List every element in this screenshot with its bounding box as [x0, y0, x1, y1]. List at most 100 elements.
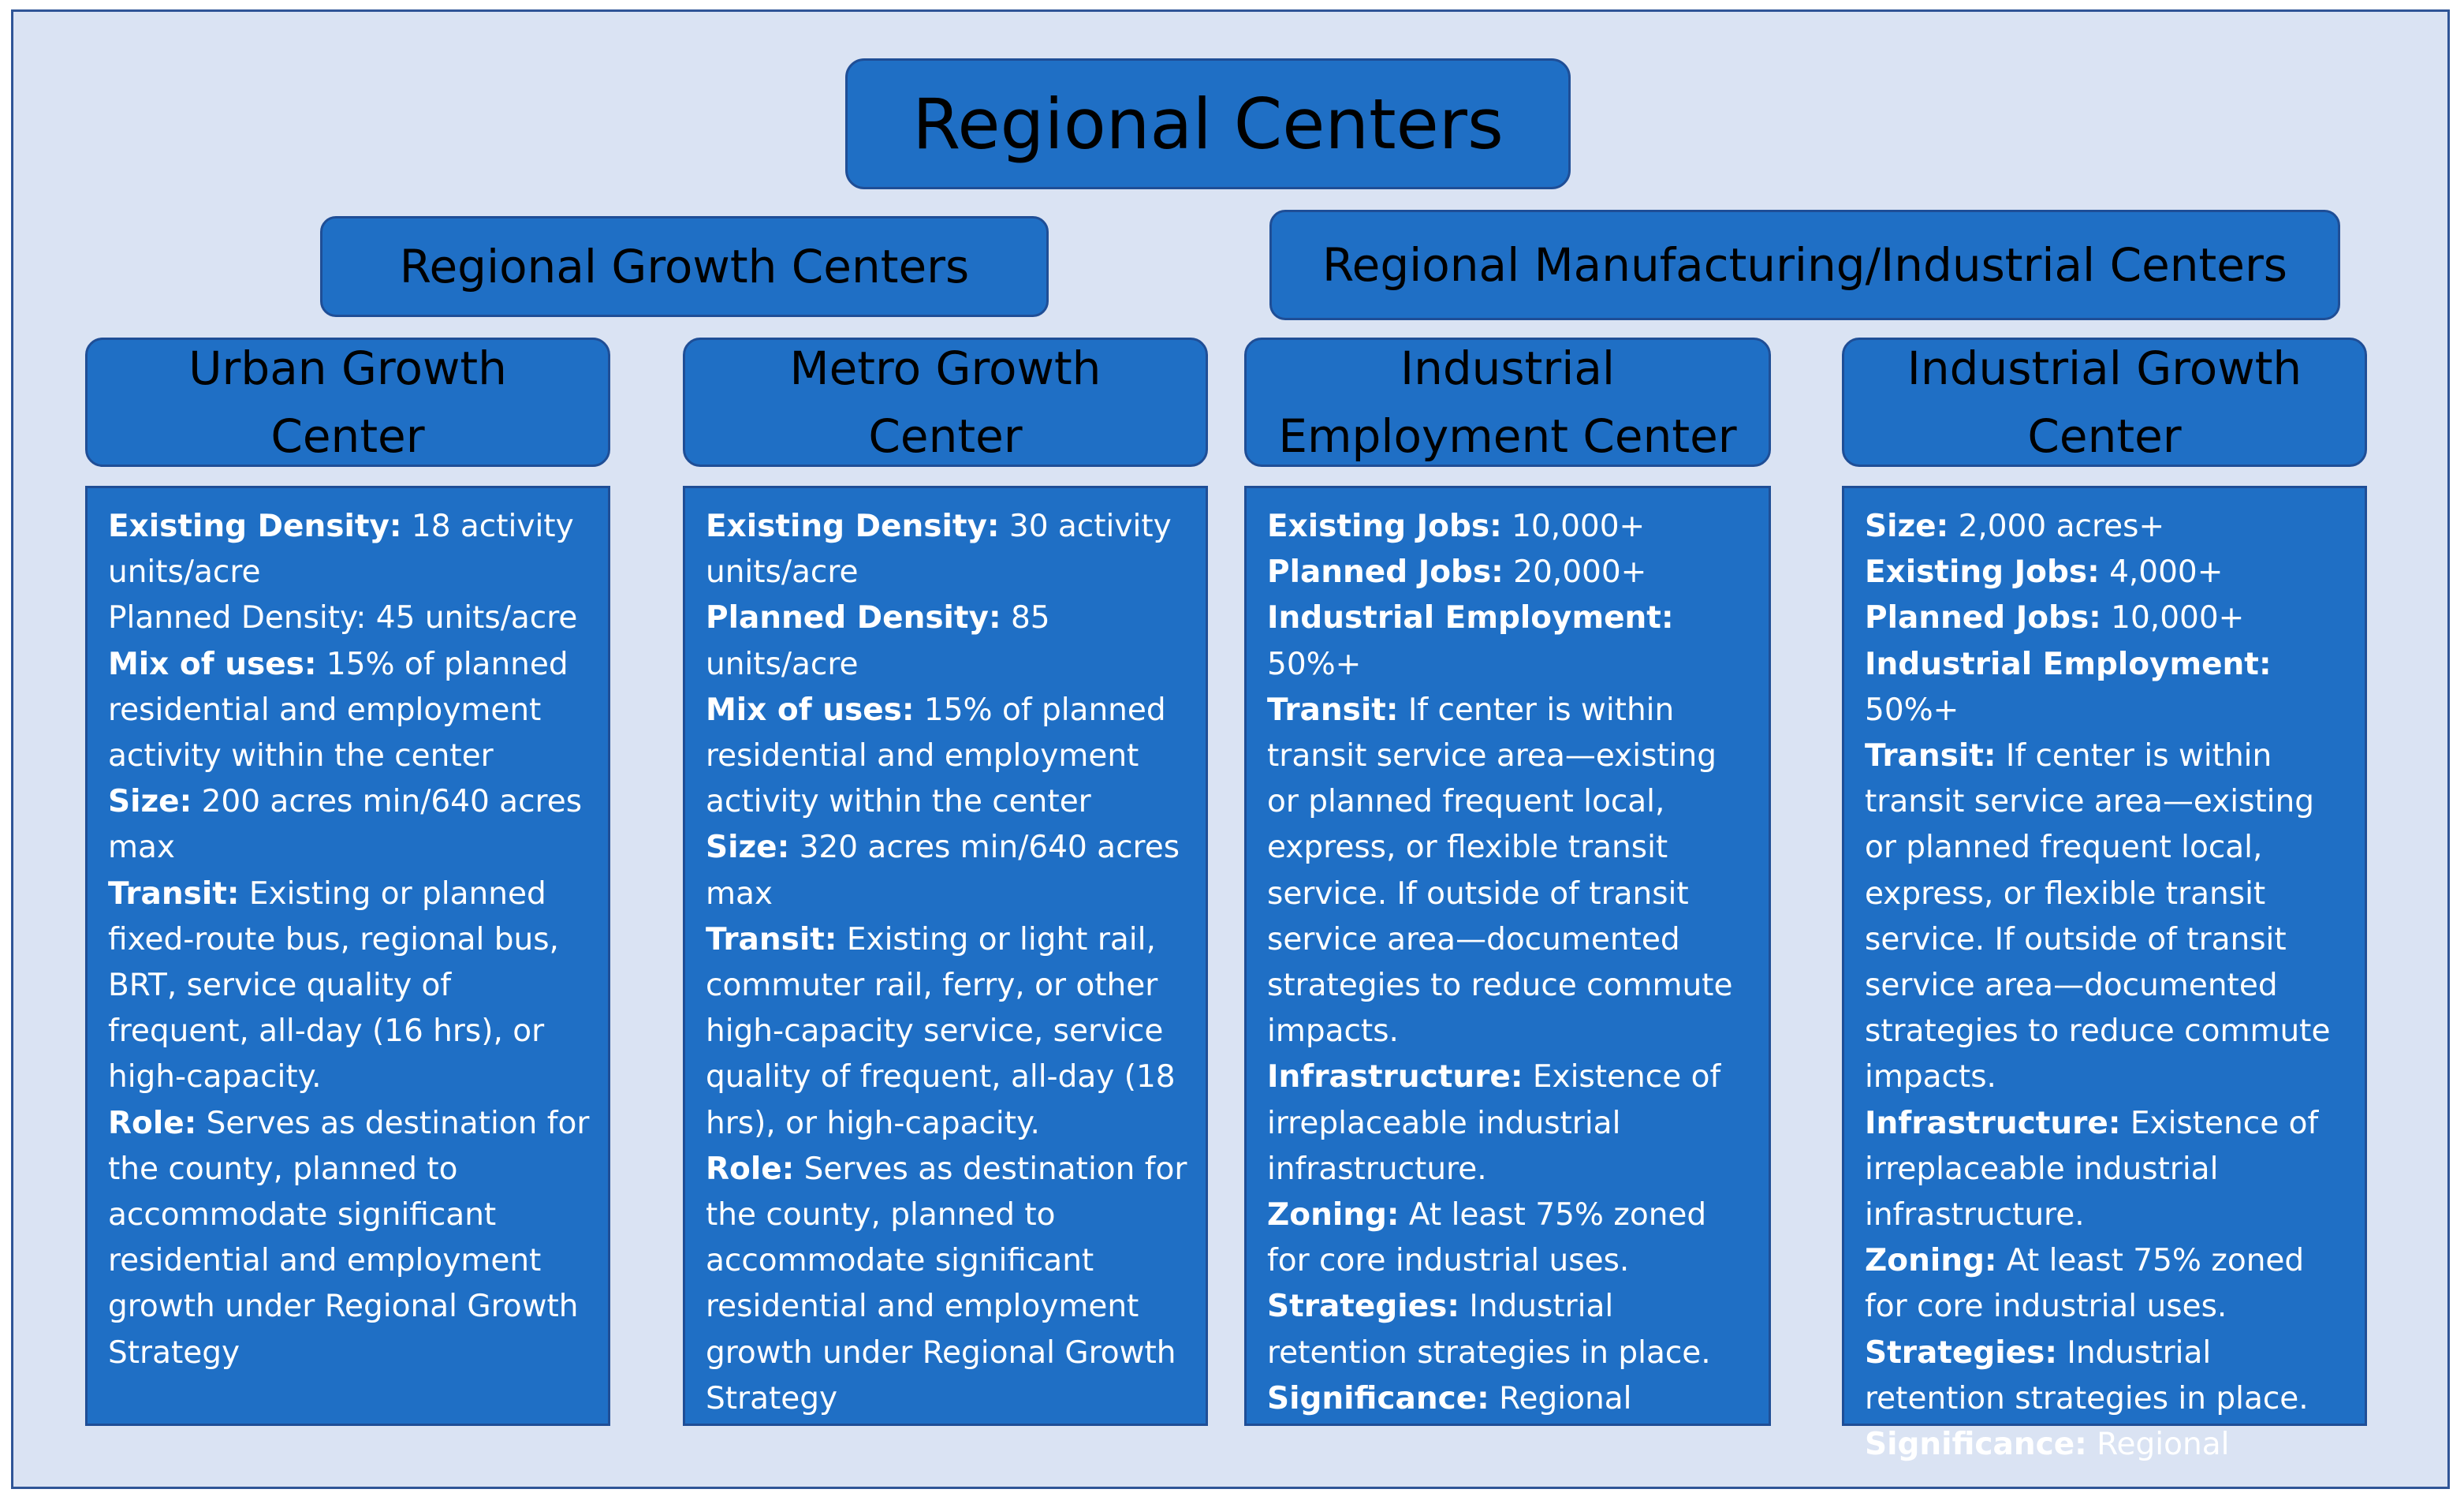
criterion-value: 20,000+: [1503, 554, 1647, 591]
criterion-term: Role:: [706, 1151, 795, 1187]
criterion: Existing Jobs: 4,000+: [1865, 550, 2347, 595]
criterion-value: At least 75% zoned for core industrial u…: [1267, 1197, 1707, 1279]
criterion-term: Industrial Employment:: [1267, 600, 1674, 636]
center-criteria-urban-growth: Existing Density: 18 activity units/acre…: [85, 486, 610, 1426]
criterion-value: Regional: [2086, 1427, 2230, 1463]
criterion-term: Existing Density:: [108, 509, 402, 544]
criterion-value: 10,000+: [1501, 509, 1646, 544]
criterion-value: Industrial retention strategies in place…: [1865, 1334, 2309, 1416]
criterion-term: Planned Density:: [706, 600, 1001, 636]
criterion: Size: 320 acres min/640 acres max: [706, 825, 1188, 916]
criterion: Planned Jobs: 10,000+: [1865, 595, 2347, 641]
criterion-value: 85 units/acre: [706, 600, 1050, 682]
criterion-value: Existence of irreplaceable industrial in…: [1267, 1059, 1721, 1187]
criterion: Role: Serves as destination for the coun…: [706, 1147, 1188, 1422]
criterion: Significance: Regional: [1267, 1376, 1751, 1422]
center-heading-line: Metro Growth: [789, 341, 1102, 395]
criterion-term: Size:: [706, 830, 790, 866]
center-heading-text: Industrial Growth Center: [1907, 334, 2302, 470]
center-heading-text: Metro Growth Center: [790, 334, 1102, 470]
criterion: Industrial Employment: 50%+: [1865, 642, 2347, 733]
center-heading-urban-growth: Urban Growth Center: [85, 338, 610, 467]
criterion-term: Existing Jobs:: [1865, 554, 2100, 591]
criterion-value: 15% of planned residential and employmen…: [706, 692, 1166, 820]
group-regional-manufacturing-industrial-centers: Regional Manufacturing/Industrial Center…: [1269, 210, 2340, 320]
center-heading-line: Urban Growth: [188, 341, 507, 395]
criterion: Infrastructure: Existence of irreplaceab…: [1267, 1054, 1751, 1192]
criterion-term: Transit:: [706, 921, 837, 957]
group-label: Regional Growth Centers: [399, 240, 970, 293]
center-heading-line: Center: [270, 409, 425, 463]
criterion-value: Existence of irreplaceable industrial in…: [1865, 1105, 2319, 1233]
criterion-value: 50%+: [1865, 692, 1959, 728]
criterion-term: Significance:: [1865, 1427, 2087, 1463]
criterion-term: Planned Jobs:: [1267, 554, 1504, 591]
center-criteria-industrial-growth: Size: 2,000 acres+Existing Jobs: 4,000+P…: [1842, 486, 2367, 1462]
center-heading-industrial-growth: Industrial Growth Center: [1842, 338, 2367, 467]
criterion-value: 10,000+: [2101, 600, 2245, 636]
diagram-title: Regional Centers: [845, 58, 1571, 189]
criterion-term: Size:: [1865, 509, 1949, 544]
criterion-term: Zoning:: [1865, 1243, 1997, 1279]
center-heading-metro-growth: Metro Growth Center: [683, 338, 1208, 467]
criterion-term: Mix of uses:: [108, 646, 317, 682]
criterion-term: Strategies:: [1267, 1289, 1459, 1325]
criterion-value: 200 acres min/640 acres max: [108, 784, 583, 866]
criterion: Role: Serves as destination for the coun…: [108, 1101, 591, 1376]
criterion-term: Strategies:: [1865, 1334, 2057, 1371]
center-heading-text: Urban Growth Center: [188, 334, 507, 470]
criterion: Strategies: Industrial retention strateg…: [1865, 1330, 2347, 1422]
group-label: Regional Manufacturing/Industrial Center…: [1321, 238, 2288, 292]
criterion-term: Existing Jobs:: [1267, 509, 1502, 544]
criterion: Size: 2,000 acres+: [1865, 504, 2347, 550]
criterion: Transit: Existing or planned fixed-route…: [108, 871, 591, 1101]
criterion-value: Planned Density: 45 units/acre: [108, 600, 578, 636]
center-heading-text: Industrial Employment Center: [1278, 334, 1736, 470]
criterion-value: Existing or light rail, commuter rail, f…: [706, 921, 1176, 1141]
criterion: Planned Jobs: 20,000+: [1267, 550, 1751, 595]
criterion-term: Role:: [108, 1105, 197, 1141]
criterion: Transit: If center is within transit ser…: [1267, 688, 1751, 1055]
criterion-value: Serves as destination for the county, pl…: [108, 1105, 590, 1371]
criterion-term: Transit:: [1267, 692, 1399, 728]
criterion-term: Significance:: [1267, 1380, 1489, 1416]
criterion: Planned Density: 45 units/acre: [108, 595, 591, 641]
criterion: Mix of uses: 15% of planned residential …: [108, 642, 591, 780]
group-regional-growth-centers: Regional Growth Centers: [320, 216, 1049, 317]
criterion: Existing Jobs: 10,000+: [1267, 504, 1751, 550]
center-heading-line: Center: [2027, 409, 2182, 463]
criterion-value: Serves as destination for the county, pl…: [706, 1151, 1187, 1416]
criterion-value: 50%+: [1267, 646, 1362, 682]
center-heading-line: Industrial Growth: [1907, 341, 2302, 395]
criterion-value: If center is within transit service area…: [1267, 692, 1733, 1050]
criterion-value: At least 75% zoned for core industrial u…: [1865, 1243, 2305, 1325]
criterion-value: 2,000 acres+: [1948, 509, 2165, 544]
criterion-term: Planned Jobs:: [1865, 600, 2101, 636]
criterion-value: Industrial retention strategies in place…: [1267, 1289, 1711, 1371]
criterion-value: Existing or planned fixed-route bus, reg…: [108, 875, 559, 1095]
criterion: Significance: Regional: [1865, 1422, 2347, 1468]
criterion-value: If center is within transit service area…: [1865, 738, 2331, 1095]
center-heading-line: Industrial: [1400, 341, 1616, 395]
center-heading-line: Employment Center: [1278, 409, 1737, 463]
criterion: Infrastructure: Existence of irreplaceab…: [1865, 1101, 2347, 1239]
criterion-term: Infrastructure:: [1267, 1059, 1523, 1095]
criterion-term: Existing Density:: [706, 509, 1000, 544]
criterion: Zoning: At least 75% zoned for core indu…: [1267, 1192, 1751, 1284]
criterion: Planned Density: 85 units/acre: [706, 595, 1188, 687]
center-criteria-metro-growth: Existing Density: 30 activity units/acre…: [683, 486, 1208, 1426]
criterion-value: 18 activity units/acre: [108, 509, 574, 591]
criterion-value: 320 acres min/640 acres max: [706, 830, 1180, 912]
criterion-term: Size:: [108, 784, 192, 820]
criterion-value: Regional: [1489, 1380, 1632, 1416]
criterion: Mix of uses: 15% of planned residential …: [706, 688, 1188, 826]
criterion-value: 4,000+: [2099, 554, 2224, 591]
criterion: Transit: If center is within transit ser…: [1865, 733, 2347, 1101]
criterion: Size: 200 acres min/640 acres max: [108, 779, 591, 871]
criterion-term: Transit:: [1865, 738, 1996, 774]
criterion-value: 30 activity units/acre: [706, 509, 1172, 591]
center-heading-industrial-employment: Industrial Employment Center: [1244, 338, 1771, 467]
criterion-term: Zoning:: [1267, 1197, 1400, 1233]
criterion: Existing Density: 30 activity units/acre: [706, 504, 1188, 595]
diagram-title-text: Regional Centers: [912, 83, 1504, 165]
